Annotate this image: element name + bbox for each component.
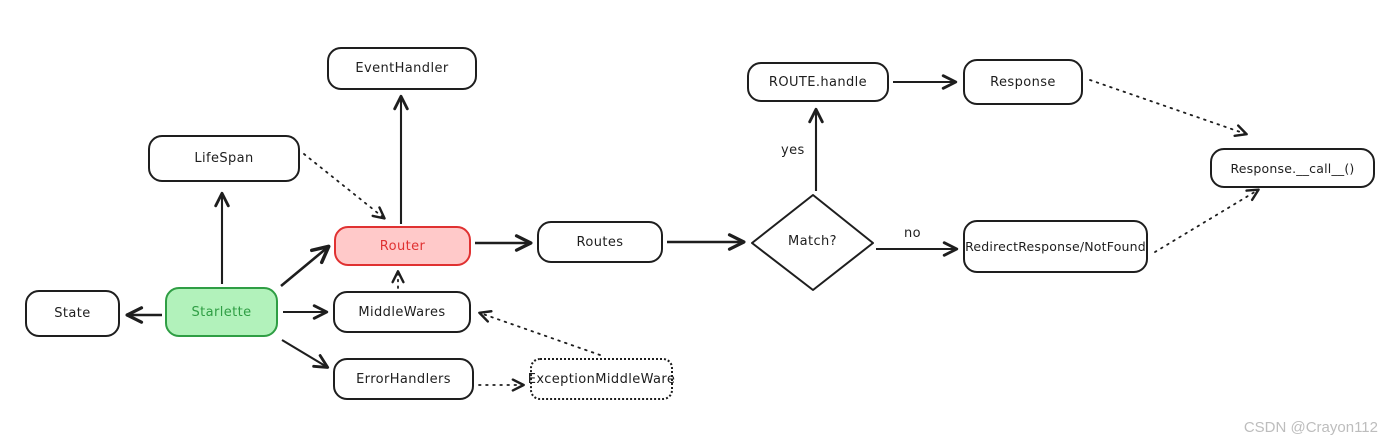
edge-redirectresponse-responsecall-dotted xyxy=(1154,188,1260,253)
node-event-handler: EventHandler xyxy=(327,47,477,90)
node-routes: Routes xyxy=(537,221,663,263)
edge-label-no: no xyxy=(904,226,921,241)
node-lifespan: LifeSpan xyxy=(148,135,300,182)
edge-starlette-router xyxy=(280,244,331,288)
edge-response-responsecall-dotted xyxy=(1089,79,1248,138)
watermark-text: CSDN @Crayon112 xyxy=(1243,419,1378,436)
node-response: Response xyxy=(963,59,1083,105)
node-starlette: Starlette xyxy=(165,287,278,337)
match-diamond-shape xyxy=(751,194,874,291)
edge-lifespan-router-dotted xyxy=(303,153,386,220)
node-error-handlers: ErrorHandlers xyxy=(333,358,474,400)
node-state: State xyxy=(25,290,120,337)
edge-starlette-errorhandlers xyxy=(281,339,330,369)
node-redirect-response-notfound: RedirectResponse/NotFound xyxy=(963,220,1148,273)
node-match-label: Match? xyxy=(788,234,837,249)
node-route-handle: ROUTE.handle xyxy=(747,62,889,102)
edge-exceptionmiddleware-middlewares-dotted xyxy=(478,310,601,356)
edge-label-yes: yes xyxy=(781,143,805,158)
node-middlewares: MiddleWares xyxy=(333,291,471,333)
node-router: Router xyxy=(334,226,471,266)
node-response-call: Response.__call__() xyxy=(1210,148,1375,188)
node-exception-middleware: ExceptionMiddleWare xyxy=(528,358,675,400)
